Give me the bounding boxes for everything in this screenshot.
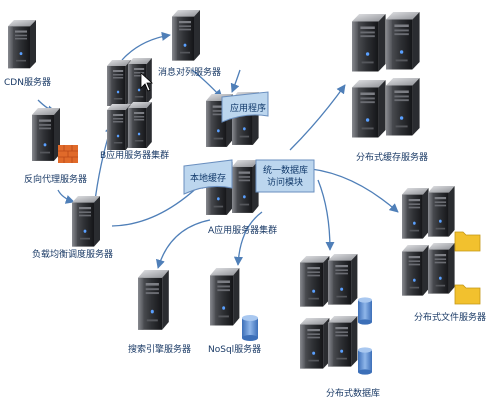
app-program-label: 应用程序: [230, 102, 266, 114]
cdn-server: CDN服务器: [4, 20, 51, 88]
database-cylinder-icon: [358, 347, 372, 375]
reverse-proxy-label: 反向代理服务器: [24, 173, 87, 185]
a-app-server-cluster: 应用程序 本地缓存 统一数据库 访问模块 A应用服务器集群: [183, 91, 315, 236]
message-queue-label: 消息对列服务器: [158, 66, 221, 78]
distributed-cache-cluster: 分布式缓存服务器: [352, 12, 428, 163]
unified-db-access-callout: 统一数据库 访问模块: [255, 159, 315, 193]
distributed-file-cluster: 分布式文件服务器: [402, 186, 486, 323]
reverse-proxy-server: 反向代理服务器: [24, 108, 87, 185]
nosql-label: NoSql服务器: [208, 343, 261, 355]
database-cylinder-icon: [242, 315, 258, 341]
mouse-cursor-icon: [140, 72, 154, 92]
a-cluster-label: A应用服务器集群: [208, 224, 277, 236]
app-program-callout: 应用程序: [221, 91, 269, 123]
database-cylinder-icon: [358, 297, 372, 325]
local-cache-callout: 本地缓存: [183, 159, 233, 195]
unified-db-access-line2: 访问模块: [267, 176, 303, 188]
distributed-cache-label: 分布式缓存服务器: [356, 151, 428, 163]
search-engine-label: 搜索引擎服务器: [128, 343, 191, 355]
distributed-file-label: 分布式文件服务器: [414, 311, 486, 323]
folder-icon: [454, 231, 481, 252]
folder-icon: [454, 284, 481, 305]
load-balancer-label: 负载均衡调度服务器: [32, 248, 113, 260]
b-cluster-label: B应用服务器集群: [100, 149, 169, 161]
search-engine-server: 搜索引擎服务器: [128, 270, 191, 355]
distributed-database-cluster: 分布式数据库: [300, 254, 380, 399]
nosql-server: NoSql服务器: [208, 268, 261, 355]
local-cache-label: 本地缓存: [190, 172, 226, 184]
load-balancer-server: 负载均衡调度服务器: [32, 196, 113, 260]
cdn-server-label: CDN服务器: [4, 76, 51, 88]
distributed-database-label: 分布式数据库: [326, 387, 380, 399]
b-app-server-cluster: B应用服务器集群: [100, 58, 169, 161]
firewall-icon: [58, 145, 78, 163]
unified-db-access-line1: 统一数据库: [263, 164, 308, 176]
message-queue-server: 消息对列服务器: [158, 10, 221, 78]
